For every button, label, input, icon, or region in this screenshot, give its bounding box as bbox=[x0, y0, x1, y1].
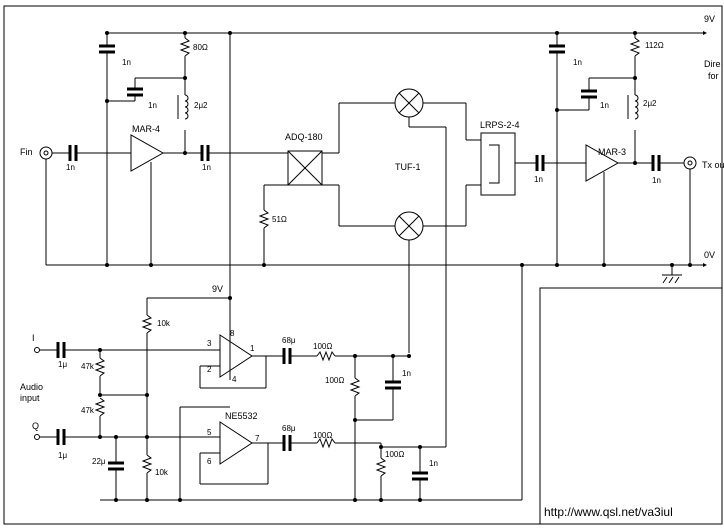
adq-label: ADQ-180 bbox=[285, 132, 323, 142]
cap-label: 68μ bbox=[282, 336, 296, 345]
adq180-splitter: ADQ-180 bbox=[285, 132, 323, 186]
input-coupling-cap: 1n bbox=[66, 145, 78, 172]
mar3-label: MAR-3 bbox=[598, 147, 626, 157]
cap-label: 1n bbox=[652, 176, 661, 185]
resistor-label: 80Ω bbox=[193, 43, 208, 52]
cap-label: 1n bbox=[534, 175, 543, 184]
i-label: I bbox=[32, 333, 35, 343]
resistor-label: 100Ω bbox=[325, 376, 344, 385]
tx-out-label: Tx ou bbox=[702, 160, 724, 170]
cap-label: 22μ bbox=[92, 457, 106, 466]
resistor-label: 100Ω bbox=[385, 450, 404, 459]
cap-label: 1n bbox=[402, 369, 411, 378]
audio-label-2: input bbox=[20, 393, 40, 403]
resistor-label: 47k bbox=[81, 406, 95, 415]
pin-label: 8 bbox=[230, 329, 235, 338]
mar3-amplifier: MAR-3 bbox=[585, 144, 626, 265]
resistor-label: 51Ω bbox=[272, 215, 287, 224]
audio-label: Audio bbox=[20, 382, 43, 392]
fin-label: Fin bbox=[20, 147, 33, 157]
tuf-label: TUF-1 bbox=[395, 162, 421, 172]
mar4-amplifier: MAR-4 bbox=[130, 124, 165, 265]
ne5532-label: NE5532 bbox=[225, 411, 258, 421]
fin-connector: Fin bbox=[20, 146, 53, 265]
footer-url: http://www.qsl.net/va3iul bbox=[544, 505, 673, 519]
pin-label: 7 bbox=[255, 434, 260, 443]
pin-label: 4 bbox=[232, 375, 237, 384]
tx-out-connector: Tx ou bbox=[683, 156, 724, 265]
cap-label: 1n bbox=[600, 101, 609, 110]
opamp-9v-label: 9V bbox=[212, 284, 223, 294]
cap-label: 1μ bbox=[58, 360, 67, 369]
supply-9v-label: 9V bbox=[704, 14, 715, 24]
resistor-label: 10k bbox=[157, 319, 171, 328]
resistor-label: 100Ω bbox=[313, 431, 332, 440]
q-label: Q bbox=[32, 421, 39, 431]
pin-label: 6 bbox=[207, 457, 212, 466]
resistor-label: 112Ω bbox=[645, 41, 664, 50]
opamp-upper: 8 3 2 1 4 bbox=[207, 329, 255, 384]
cap-label: 1n bbox=[202, 163, 211, 172]
cap-label: 1n bbox=[122, 58, 131, 67]
supply-rail: 9V bbox=[107, 14, 715, 35]
mixer-top bbox=[394, 88, 424, 118]
pin-label: 5 bbox=[207, 428, 212, 437]
inductor-label: 2μ2 bbox=[194, 101, 208, 110]
cap-label: 1n bbox=[148, 101, 157, 110]
cap-label: 1μ bbox=[58, 451, 67, 460]
cap-label: 68μ bbox=[282, 424, 296, 433]
inductor-label: 2μ2 bbox=[643, 99, 657, 108]
pin-label: 3 bbox=[207, 339, 212, 348]
lrps-combiner: LRPS-2-4 bbox=[480, 120, 520, 196]
frame bbox=[3, 5, 723, 525]
opamp-lower: 5 6 7 bbox=[207, 421, 260, 466]
ground-rail: 0V bbox=[46, 250, 715, 284]
pin-label: 1 bbox=[250, 344, 255, 353]
resistor-label: 10k bbox=[155, 468, 169, 477]
cap-label: 1n bbox=[573, 58, 582, 67]
mar4-label: MAR-4 bbox=[132, 124, 160, 134]
resistor-label: 47k bbox=[81, 362, 95, 371]
cap-label: 1n bbox=[66, 163, 75, 172]
junction-dots bbox=[98, 31, 692, 502]
ground-0v-label: 0V bbox=[704, 250, 715, 260]
lrps-label: LRPS-2-4 bbox=[480, 120, 520, 130]
resistor-label: 100Ω bbox=[313, 342, 332, 351]
side-note-line2: for bbox=[708, 71, 719, 81]
cap-label: 1n bbox=[429, 459, 438, 468]
pin-label: 2 bbox=[207, 365, 212, 374]
side-note-line1: Dire bbox=[704, 59, 721, 69]
mixer-bottom bbox=[394, 211, 424, 241]
